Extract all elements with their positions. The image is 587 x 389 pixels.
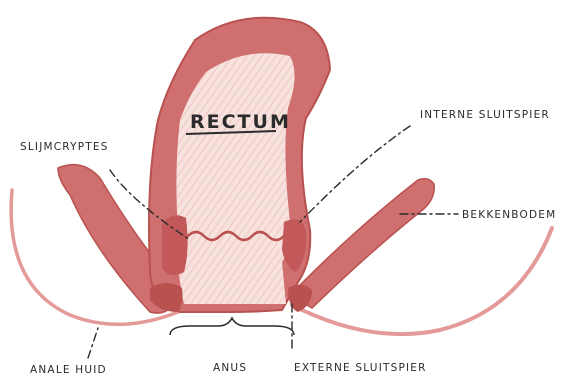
rectum-lumen [176, 53, 294, 304]
pelvic-floor-right [299, 179, 434, 308]
internal-sphincter-left [162, 215, 188, 275]
label-slijmcryptes: SLIJMCRYPTES [20, 141, 109, 153]
anus-brace [170, 318, 294, 335]
leader-anale-huid [88, 328, 98, 358]
rectum-title: RECTUM [190, 111, 291, 133]
label-externe-sluitspier: EXTERNE SLUITSPIER [294, 362, 427, 374]
label-anale-huid: ANALE HUID [30, 364, 107, 376]
label-anus: ANUS [213, 362, 247, 374]
label-interne-sluitspier: INTERNE SLUITSPIER [420, 109, 550, 121]
label-bekkenbodem: BEKKENBODEM [462, 209, 556, 221]
